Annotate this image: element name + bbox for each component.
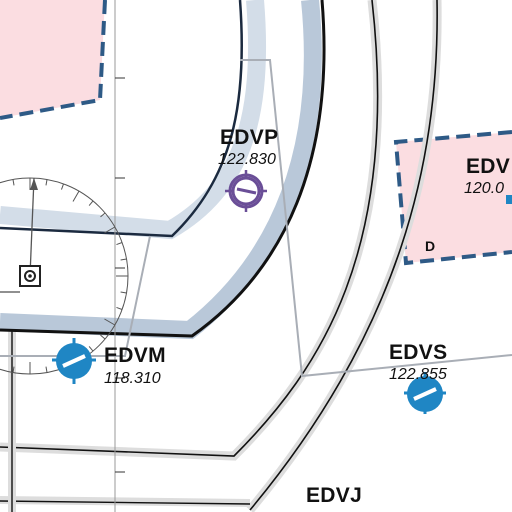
restricted-area-top-left xyxy=(0,0,105,118)
lower-line-horizontal xyxy=(0,500,251,505)
compass-tick xyxy=(45,366,48,373)
vfr-reporting-point-icon xyxy=(225,170,267,212)
airspace-class-label: D xyxy=(425,238,436,254)
ctr-outline xyxy=(0,0,326,338)
compass-tick xyxy=(45,179,48,186)
restricted-area-top-left-border xyxy=(0,0,107,120)
meridian-ticks xyxy=(115,77,125,473)
approach-track-2 xyxy=(0,235,151,357)
middle-boundary-line xyxy=(0,0,379,457)
compass-tick xyxy=(12,366,15,373)
compass-tick xyxy=(88,200,94,206)
edvm-ident: EDVM xyxy=(104,344,166,367)
compass-tick xyxy=(104,226,116,234)
edvp-ident: EDVP xyxy=(220,126,279,149)
navaid-icon-edvs xyxy=(404,372,446,414)
restricted-area-right-border xyxy=(393,130,512,266)
compass-tick xyxy=(88,346,94,352)
edvm-frequency: 118.310 xyxy=(104,370,161,387)
edvp-frequency: 122.830 xyxy=(218,151,276,168)
ctr-inner-outline xyxy=(0,0,243,238)
navaid-icon-edvm xyxy=(52,338,96,384)
edvs-frequency: 122.855 xyxy=(389,366,447,383)
outer-boundary-line xyxy=(249,0,438,511)
approach-track xyxy=(240,59,512,378)
compass-tick xyxy=(60,183,64,190)
compass-tick xyxy=(100,334,106,340)
edvs-ident: EDVS xyxy=(389,341,448,364)
edvj-ident: EDVJ xyxy=(306,484,363,507)
compass-tick xyxy=(104,318,116,326)
navaid-icon-edge xyxy=(506,195,512,204)
compass-tick xyxy=(100,212,106,218)
edv-partial-ident: EDV xyxy=(466,155,511,178)
ctr-band xyxy=(0,0,322,340)
compass-tick xyxy=(72,190,80,202)
compass-tick xyxy=(116,242,123,246)
edv-partial-frequency: 120.0 xyxy=(464,180,505,197)
compass-tick xyxy=(12,179,15,186)
compass-tick xyxy=(120,258,127,261)
airport-symbol-icon xyxy=(0,265,41,293)
lower-band-horizontal xyxy=(0,496,251,507)
compass-tick xyxy=(120,291,127,294)
compass-tick xyxy=(116,306,123,310)
